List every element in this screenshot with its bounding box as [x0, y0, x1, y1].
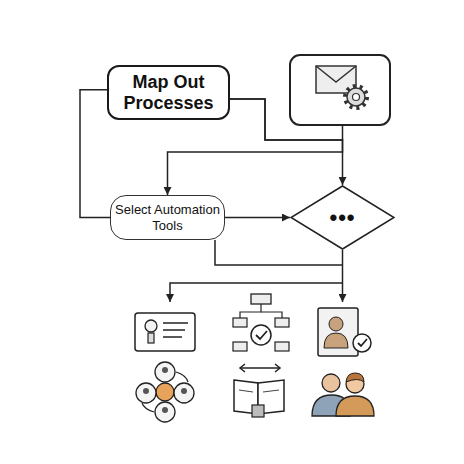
gear-symbol	[347, 88, 365, 106]
network-link	[261, 312, 282, 318]
envelope-flap	[316, 66, 356, 82]
person-head	[322, 374, 340, 392]
person-body	[336, 396, 374, 416]
diamond-shape	[291, 186, 394, 249]
text-line	[239, 390, 253, 392]
connector	[225, 217, 290, 219]
envelope-symbol	[316, 66, 356, 93]
cycle-arrow	[176, 372, 188, 382]
connector	[230, 99, 343, 185]
node-label: Map Out Processes	[115, 72, 222, 113]
person-head	[162, 407, 168, 413]
profile-document	[318, 308, 358, 356]
network-node	[275, 318, 289, 327]
node-label: •••	[329, 205, 355, 231]
person-circle	[155, 402, 175, 422]
person-head	[143, 388, 149, 394]
double-arrow	[240, 367, 280, 369]
arrow-head	[275, 364, 280, 372]
person-head	[162, 367, 168, 373]
person-body	[324, 333, 348, 348]
bulb-symbol	[145, 320, 157, 332]
gear-hub	[353, 94, 360, 101]
arrow-head	[240, 364, 245, 372]
network-node	[275, 342, 289, 351]
person-head	[329, 317, 343, 331]
bulb-base	[148, 333, 154, 343]
text-line	[163, 322, 188, 324]
person-hair	[346, 373, 364, 382]
process-box: Map Out Processes	[107, 65, 230, 120]
person-circle	[174, 383, 194, 403]
person-circle	[155, 362, 175, 382]
decision-diamond: •••	[290, 185, 395, 250]
node-label: Select Automation Tools	[115, 202, 220, 233]
text-line	[163, 329, 185, 331]
id-card-symbol	[135, 313, 195, 351]
check-circle	[353, 334, 371, 352]
gear-teeth	[345, 86, 367, 108]
network-node	[251, 294, 271, 304]
network-link	[240, 304, 261, 318]
wire	[342, 125, 344, 140]
book-block	[252, 405, 264, 417]
wire	[215, 240, 343, 265]
hub-circle	[156, 383, 174, 401]
person-circle	[136, 383, 156, 403]
network-node	[233, 318, 247, 327]
wire	[342, 250, 344, 302]
connector	[80, 90, 110, 218]
check-circle	[251, 325, 271, 345]
process-box: Select Automation Tools	[110, 195, 225, 240]
icon-box	[290, 55, 390, 125]
check-mark	[358, 339, 367, 346]
network-node	[233, 342, 247, 351]
person-head	[181, 388, 187, 394]
text-line	[163, 336, 182, 338]
check-mark	[256, 331, 267, 339]
text-line	[263, 390, 279, 392]
cycle-arrow	[142, 403, 154, 412]
